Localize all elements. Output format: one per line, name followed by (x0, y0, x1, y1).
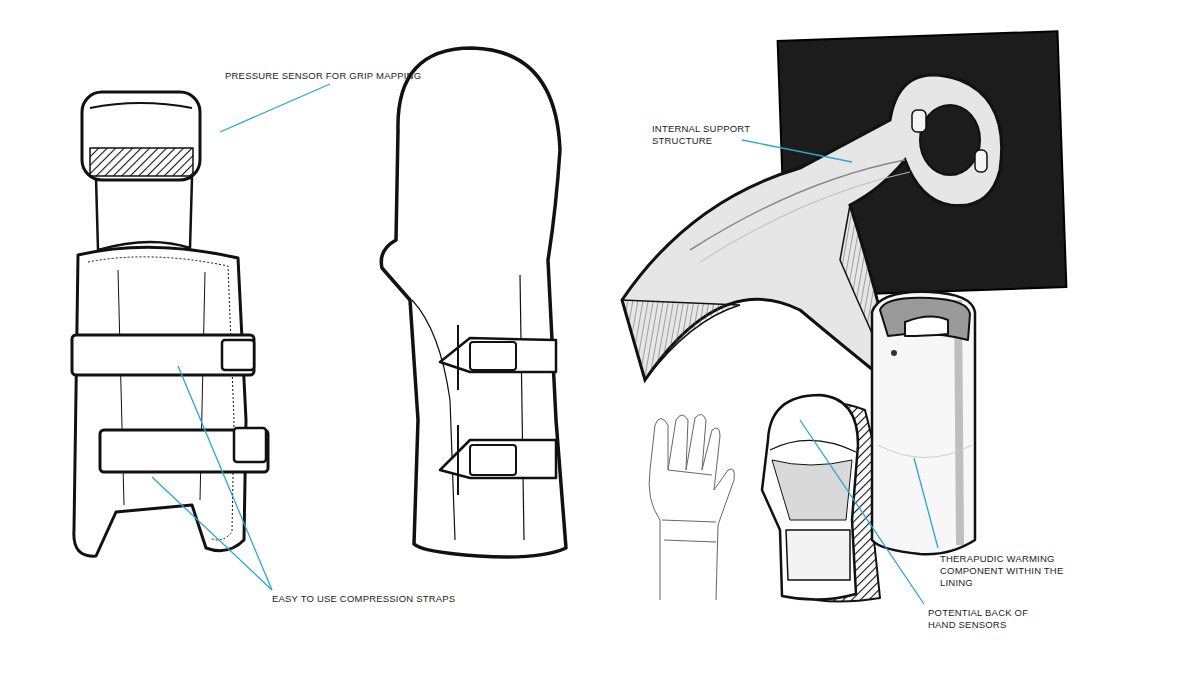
callout-label: EASY TO USE COMPRESSION STRAPS (272, 593, 572, 605)
callout-label: PRESSURE SENSOR FOR GRIP MAPPING (225, 70, 525, 82)
brace-side (381, 48, 566, 557)
support-render (622, 31, 1066, 390)
leader-lines (152, 84, 938, 604)
brace-front (72, 92, 268, 556)
warming-sleeve (872, 292, 975, 554)
glove-sketch (762, 395, 880, 602)
hand-sketch (649, 414, 734, 600)
callout-label: POTENTIAL BACK OF HAND SENSORS (928, 607, 1034, 631)
callout-label: INTERNAL SUPPORT STRUCTURE (652, 123, 764, 147)
callout-label: THERAPUDIC WARMING COMPONENT WITHIN THE … (940, 553, 1064, 589)
